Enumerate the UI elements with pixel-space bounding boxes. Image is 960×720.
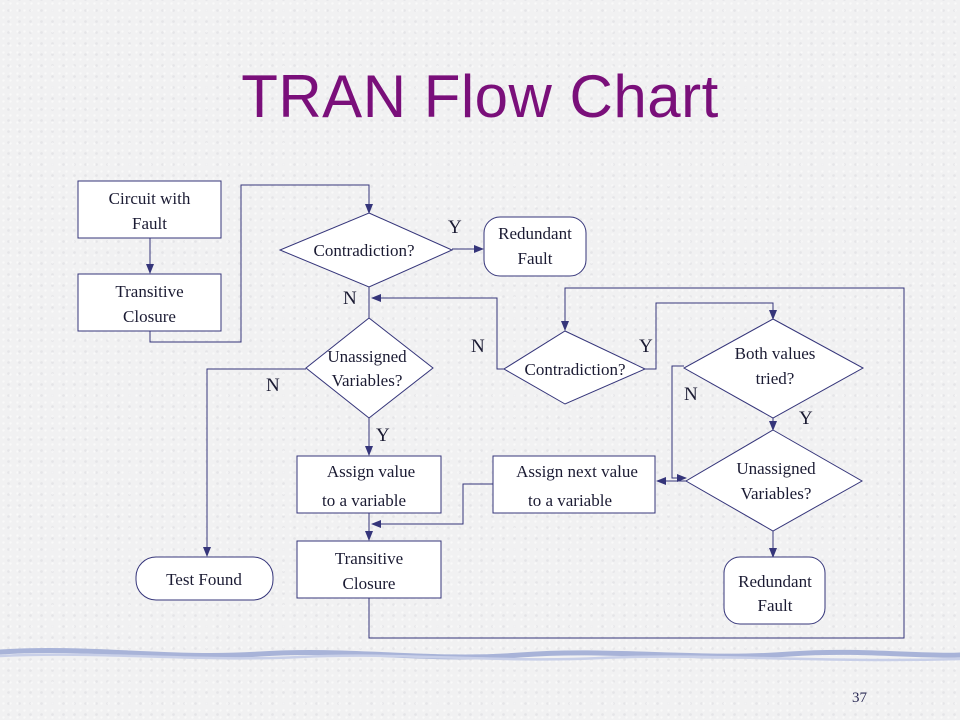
test-found-terminal: Test Found <box>135 556 274 601</box>
node-label: Circuit with <box>109 189 191 208</box>
both-values-tried-diamond: Both values tried? <box>682 318 865 419</box>
edge-contradiction-2-yes <box>645 302 777 370</box>
edge-label-no: N <box>684 384 698 405</box>
circuit-with-fault-box: Circuit with Fault <box>77 180 222 239</box>
edge-label-yes: Y <box>376 425 390 446</box>
node-label: Transitive <box>115 282 183 301</box>
node-label: Closure <box>123 307 176 326</box>
redundant-fault-terminal-1: Redundant Fault <box>483 216 587 277</box>
edge-label-yes: Y <box>639 336 653 357</box>
page-number: 37 <box>852 690 867 706</box>
node-label: Assign next value <box>516 462 638 481</box>
transitive-closure-box-1: Transitive Closure <box>77 273 222 332</box>
edge-label-yes: Y <box>448 217 462 238</box>
unassigned-variables-diamond-2: Unassigned Variables? <box>685 429 864 532</box>
node-label: Test Found <box>166 570 242 589</box>
node-label: tried? <box>756 369 795 388</box>
node-label: to a variable <box>322 491 406 510</box>
node-label: Both values <box>735 344 816 363</box>
assign-next-value-box: Assign next value to a variable <box>492 455 656 514</box>
edge-labels: Y N N Y N Y N Y <box>266 217 813 446</box>
node-label: Closure <box>343 574 396 593</box>
node-label: Unassigned <box>736 459 816 478</box>
node-label: Fault <box>132 214 167 233</box>
edge-unassigned-no <box>203 368 306 557</box>
contradiction-diamond-2: Contradiction? <box>503 330 647 405</box>
transitive-closure-box-2: Transitive Closure <box>296 540 442 599</box>
node-label: Unassigned <box>327 347 407 366</box>
node-label: Contradiction? <box>313 241 414 260</box>
edge-label-no: N <box>343 288 357 309</box>
node-label: Variables? <box>741 484 812 503</box>
node-label: Redundant <box>738 572 812 591</box>
node-label: to a variable <box>528 491 612 510</box>
edge-closure-to-contradiction <box>149 184 373 343</box>
node-label: Contradiction? <box>524 360 625 379</box>
edge-assign-next-to-closure <box>371 483 493 528</box>
edge-contradiction-2-no <box>371 294 504 370</box>
node-label: Transitive <box>335 549 403 568</box>
edge-both-values-no <box>671 365 687 482</box>
connectors <box>146 184 905 639</box>
decorative-underline <box>0 647 960 662</box>
page-title: TRAN Flow Chart <box>241 63 719 130</box>
edge-label-no: N <box>471 336 485 357</box>
node-label: Variables? <box>332 371 403 390</box>
node-label: Fault <box>518 249 553 268</box>
unassigned-variables-diamond-1: Unassigned Variables? <box>305 317 434 419</box>
redundant-fault-terminal-2: Redundant Fault <box>723 556 826 625</box>
edge-label-yes: Y <box>799 408 813 429</box>
node-label: Fault <box>758 596 793 615</box>
contradiction-diamond-1: Contradiction? <box>278 212 454 288</box>
node-label: Assign value <box>327 462 415 481</box>
node-label: Redundant <box>498 224 572 243</box>
assign-value-box: Assign value to a variable <box>296 455 442 514</box>
edge-closure-to-contradiction-2 <box>368 287 905 639</box>
edge-label-no: N <box>266 375 280 396</box>
